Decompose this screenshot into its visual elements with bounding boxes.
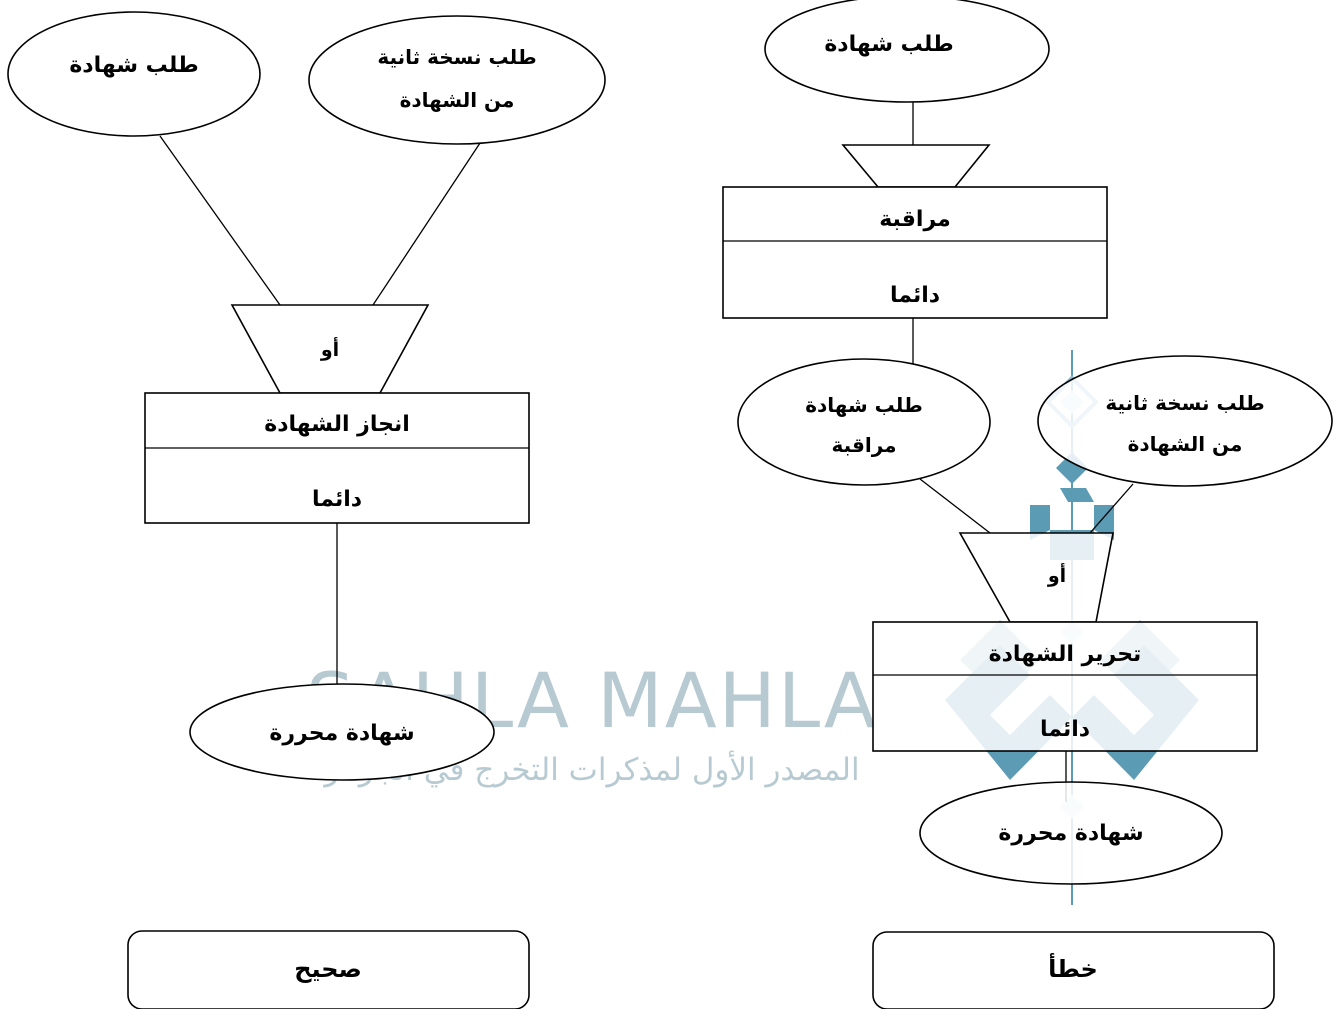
result-label: شهادة محررة [998,821,1143,846]
event-label: من الشهادة [1128,432,1243,456]
right-diagram: طلب شهادة مراقبة دائما طلب شهادة مراقبة … [722,0,1333,1009]
event-label: طلب شهادة [805,393,923,417]
sync-label: أو [320,337,339,361]
event-ellipse: طلب شهادة مراقبة [737,358,991,486]
connector-line [919,478,991,534]
operation-box: تحرير الشهادة دائما [872,621,1258,752]
verdict-label: صحيح [294,955,362,983]
synchronization-trapezoid: أو [958,532,1114,623]
event-label: طلب شهادة [69,53,198,78]
operation-title: انجاز الشهادة [264,412,410,437]
connector-line [159,135,281,306]
event-ellipse: طلب شهادة [7,11,261,137]
operation-rule: دائما [1040,717,1090,742]
event-ellipse: طلب نسخة ثانية من الشهادة [308,15,606,145]
operation-title: مراقبة [879,207,951,232]
synchronization-trapezoid: أو [230,304,430,394]
event-label: مراقبة [831,433,896,457]
result-label: شهادة محررة [269,721,414,746]
connector-line [1089,483,1134,534]
event-ellipse: طلب شهادة [764,0,1050,103]
event-label: طلب نسخة ثانية [1105,391,1264,415]
synchronization-trapezoid [841,144,991,188]
operation-box: مراقبة دائما [722,186,1108,319]
connector-line [372,139,483,306]
event-label: طلب نسخة ثانية [377,45,536,69]
result-ellipse: شهادة محررة [189,683,495,781]
sync-label: أو [1047,563,1066,587]
event-ellipse: طلب نسخة ثانية من الشهادة [1037,355,1333,487]
operation-title: تحرير الشهادة [989,642,1142,667]
operation-rule: دائما [890,283,940,308]
operation-rule: دائما [312,487,362,512]
left-diagram: طلب شهادة طلب نسخة ثانية من الشهادة أو ا… [7,11,606,1009]
verdict-box-wrong: خطأ [872,931,1275,1009]
event-label: طلب شهادة [824,32,953,57]
operation-box: انجاز الشهادة دائما [144,392,530,524]
verdict-label: خطأ [1048,953,1098,983]
verdict-box-correct: صحيح [127,930,530,1009]
result-ellipse: شهادة محررة [919,781,1223,885]
event-label: من الشهادة [400,88,515,112]
